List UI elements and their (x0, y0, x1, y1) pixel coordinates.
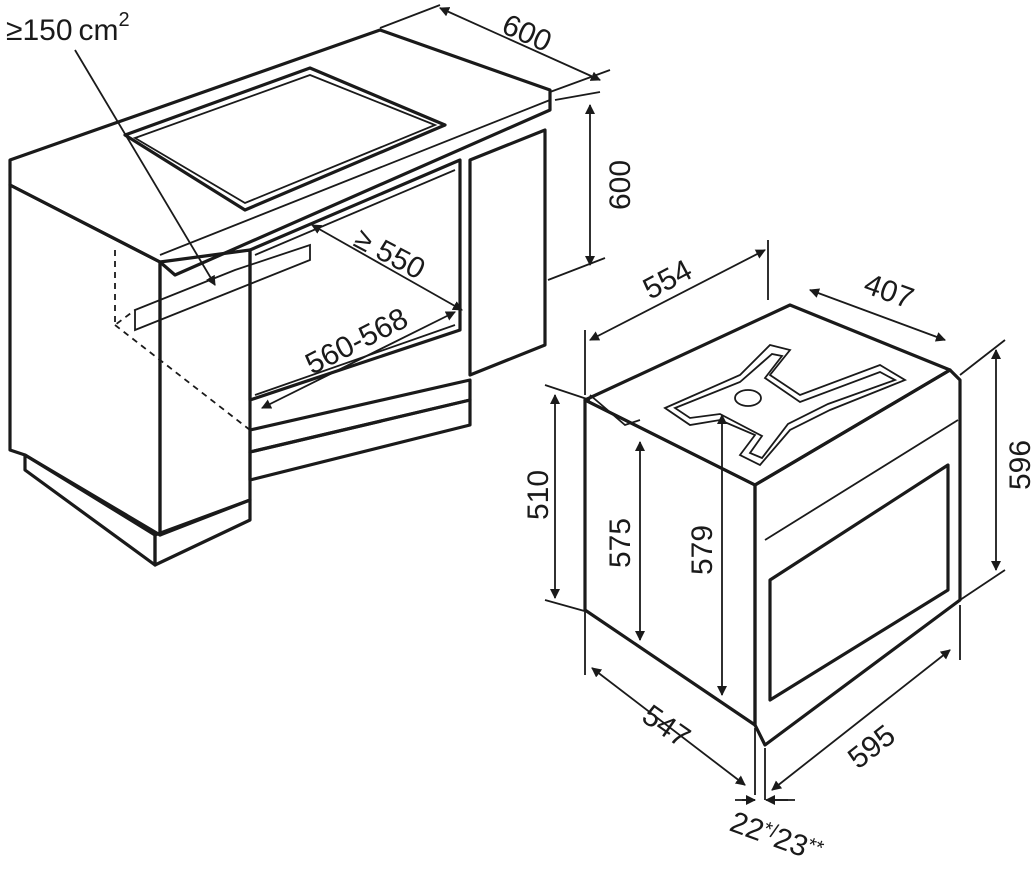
oven-niche (248, 158, 462, 402)
oven-top-depth-label: 407 (860, 268, 918, 316)
oven-dimensions: 554 407 596 510 575 579 547 595 22*/23** (522, 240, 1034, 870)
cabinet-front-left-leg (158, 248, 252, 537)
hidden-edge-lines (114, 250, 251, 431)
cabinet-assembly (8, 28, 552, 567)
cabinet-bottom-plinth (153, 498, 252, 567)
oven-top-width-label: 554 (638, 254, 698, 307)
oven-body-height-label: 510 (522, 470, 555, 520)
countertop-front-edge (159, 99, 551, 256)
niche-depth-label: ≥ 550 (349, 222, 431, 286)
oven-assembly (583, 303, 962, 747)
vent-slot (134, 243, 311, 332)
top-heating-element (663, 344, 908, 467)
cooktop (123, 66, 447, 212)
oven-cut-height-label: 579 (686, 525, 719, 575)
oven-front-height-label: 596 (1004, 440, 1034, 490)
countertop (8, 28, 552, 277)
front-thickness-label: 22*/23** (726, 806, 827, 870)
oven-depth-label: 547 (636, 699, 696, 755)
oven-window (768, 463, 950, 702)
cabinet-left-panel (8, 183, 162, 537)
cabinet-right-panel (468, 128, 547, 377)
cabinet-left-plinth (23, 453, 157, 567)
cabinet-bottom-rail (248, 378, 472, 454)
oven-inner-height-label: 575 (604, 518, 637, 568)
counter-depth-label: 600 (497, 8, 556, 59)
counter-height-label: 600 (604, 160, 637, 210)
